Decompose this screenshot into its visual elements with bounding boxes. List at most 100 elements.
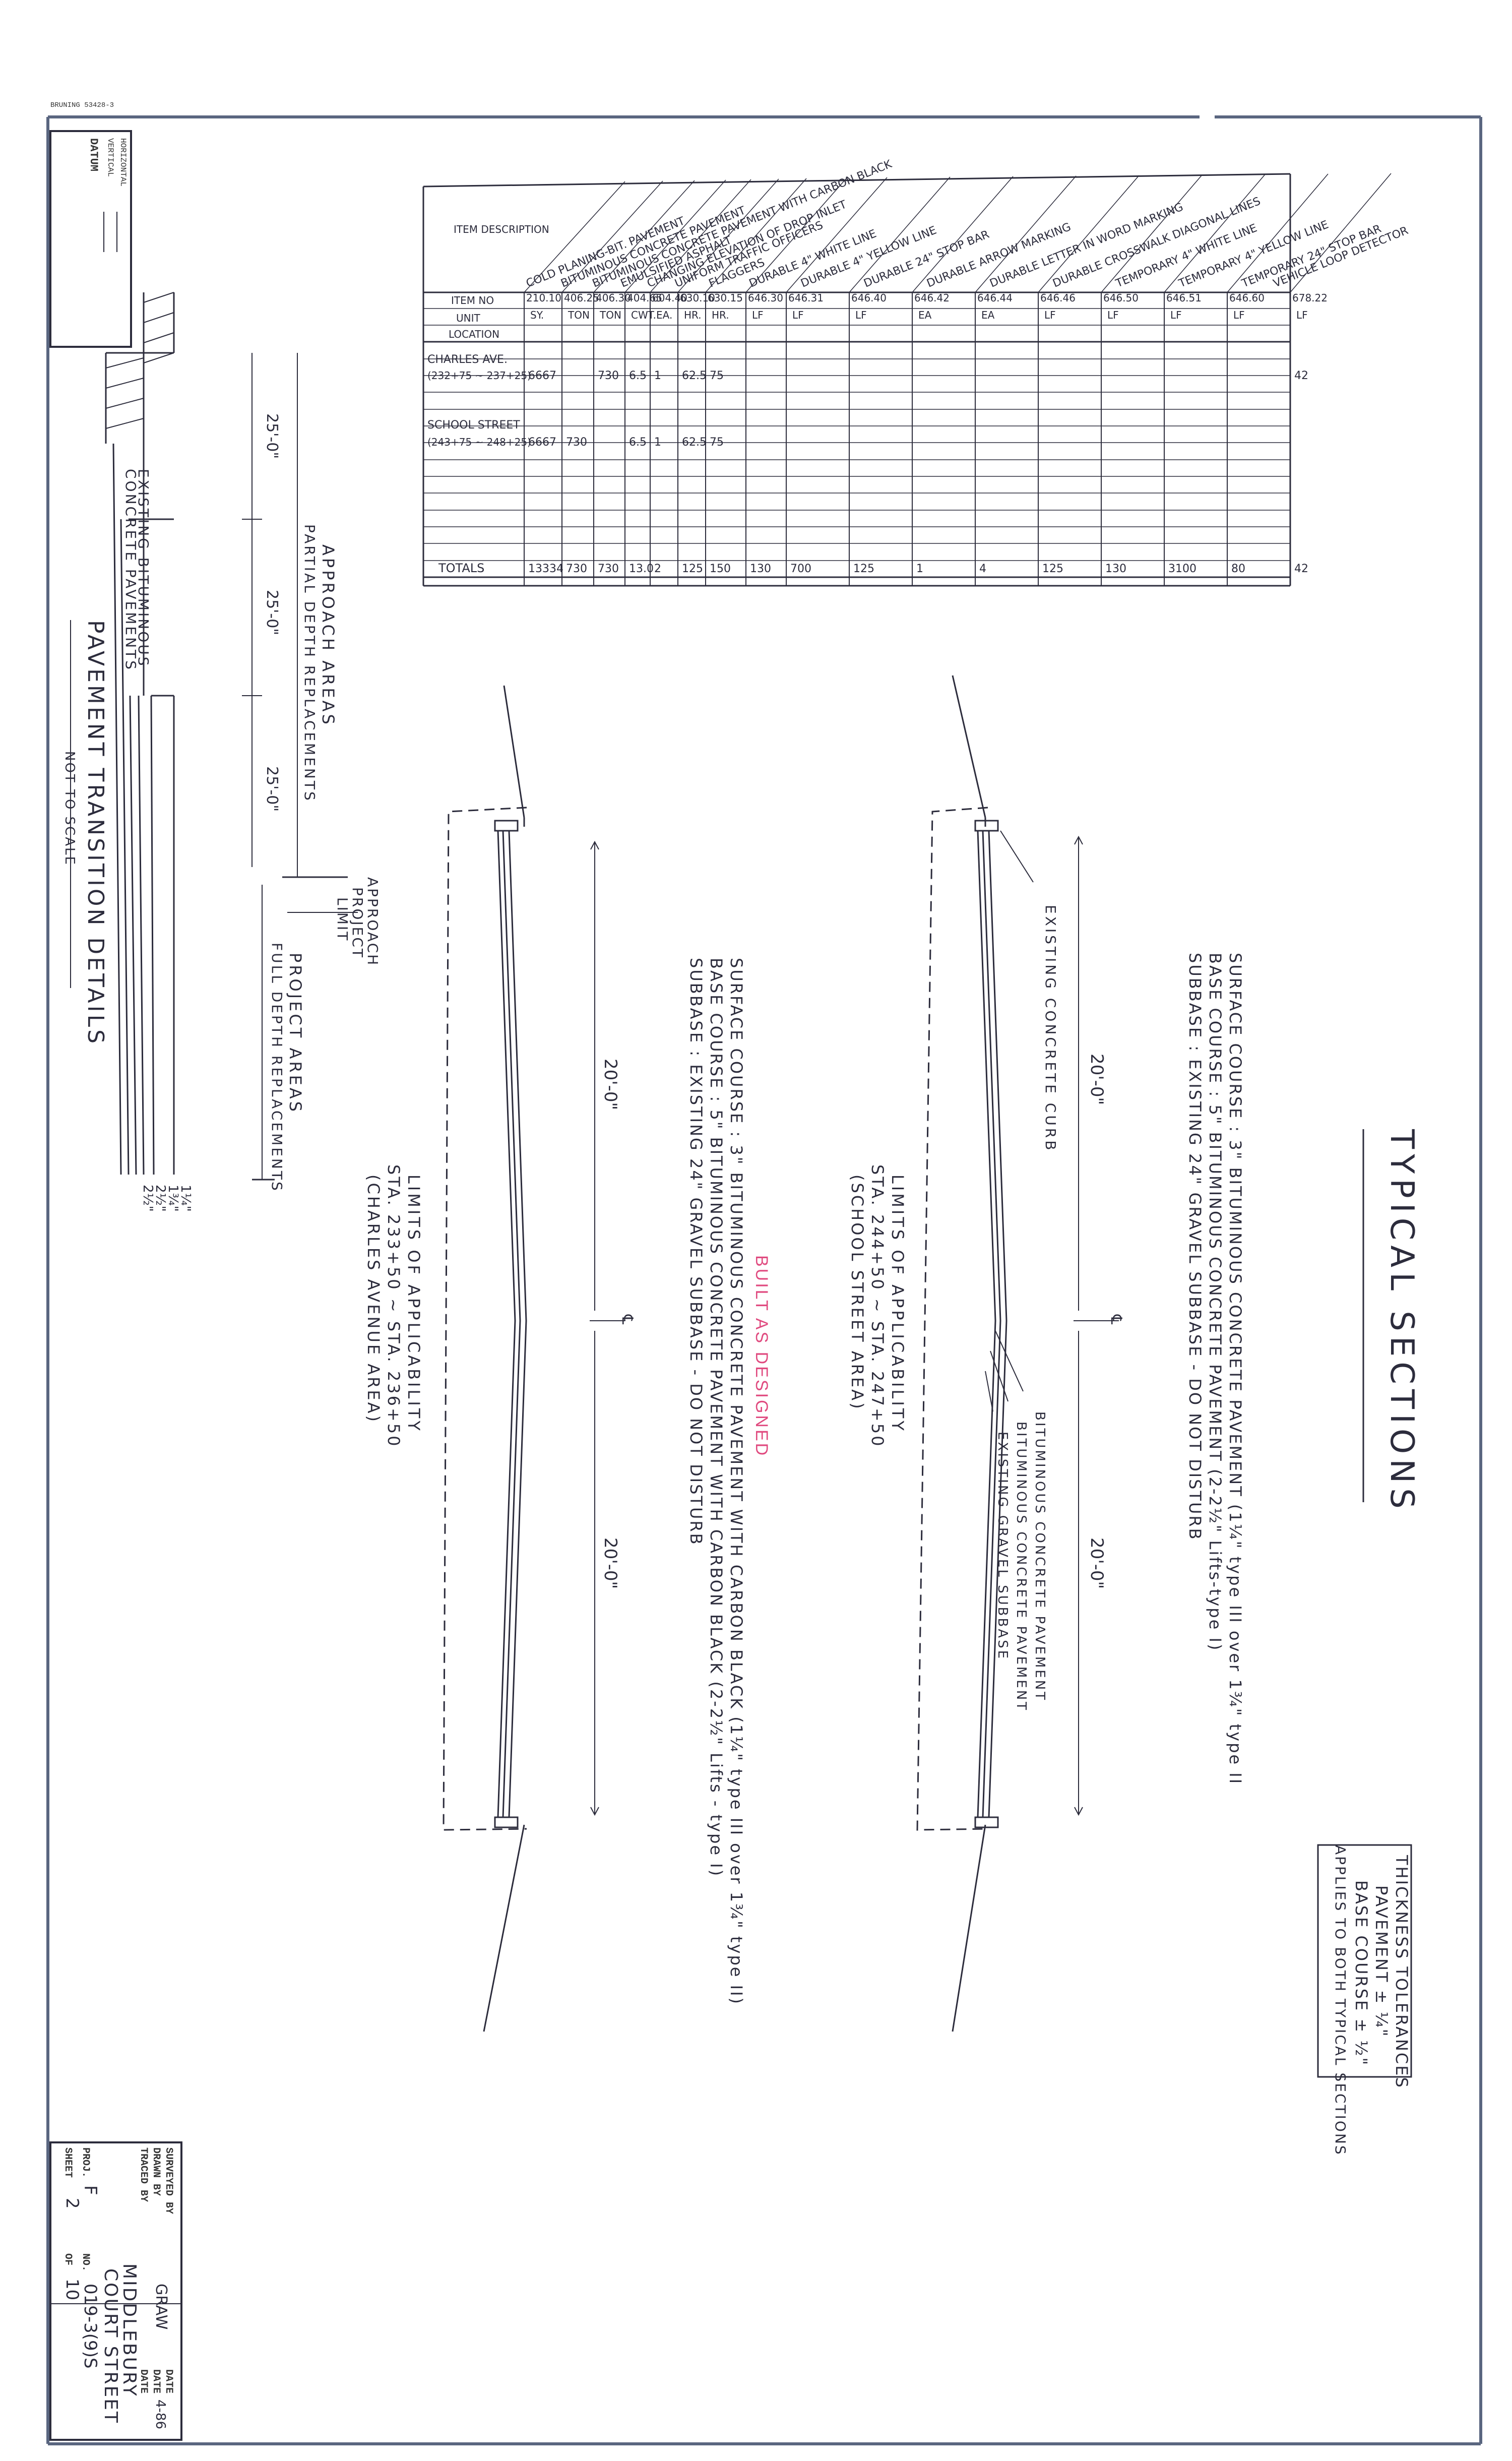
item-unit: LF [1233, 309, 1245, 321]
item-diagonal [650, 179, 751, 293]
item-number: 646.31 [788, 292, 824, 304]
sheet-total: 10 [62, 2279, 82, 2300]
item-number: 630.15 [708, 292, 743, 304]
item-diagonal [524, 181, 625, 293]
item-unit: LF [1296, 309, 1308, 321]
school-subbase-note: SUBBASE : EXISTING 24" GRAVEL SUBBASE - … [1185, 953, 1205, 1541]
item-unit: LF [855, 309, 867, 321]
school-notes: SURFACE COURSE : 3" BITUMINOUS CONCRETE … [1185, 953, 1245, 1785]
item-number: 404.65 [627, 292, 662, 304]
approach-limit-1: APPROACH [364, 877, 381, 966]
date-label-1: DATE [163, 2369, 174, 2393]
item-no-label: ITEM NO [451, 294, 494, 306]
drawn-by-name: GRAW [152, 2284, 170, 2329]
item-number: 646.50 [1103, 292, 1139, 304]
item-number: 604.40 [652, 292, 687, 304]
item-number: 210.10 [526, 292, 561, 304]
item-unit: CWT. [631, 309, 656, 321]
approach-areas: APPROACH AREAS [319, 544, 338, 727]
location-stations: (232+75 ~ 237+25) [427, 370, 531, 382]
typical-section-school: 20'-0" 20'-0" ℄ EXISTING CONCRETE CURB B… [848, 675, 1125, 2032]
item-diagonal [912, 176, 1014, 293]
transition-hatch [105, 292, 175, 1175]
datum-box: DATUM VERTICAL HORIZONTAL [49, 130, 132, 348]
full-depth: FULL DEPTH REPLACEMENTS [269, 943, 285, 1193]
item-diagonal [1290, 173, 1392, 293]
item-number: 646.40 [851, 292, 887, 304]
item-unit: TON [599, 309, 621, 321]
item-diagonal [745, 177, 847, 293]
item-unit: LF [752, 309, 764, 321]
quantity-cell: 62.5 [682, 370, 707, 382]
charles-width-right: 20'-0" [600, 1537, 620, 1589]
item-unit: EA [981, 309, 995, 321]
pavement-transition-detail: EXISTING BITUMINOUS CONCRETE PAVEMENTS 2… [62, 292, 381, 1212]
item-unit: LF [792, 309, 804, 321]
quantity-cell: 730 [566, 436, 587, 449]
location-name: SCHOOL STREET [427, 419, 520, 432]
totals-cell: 3100 [1168, 563, 1196, 575]
charles-limits-1: LIMITS OF APPLICABILITY [404, 1175, 423, 1433]
school-width-right: 20'-0" [1087, 1537, 1107, 1589]
totals-cell: 130 [1105, 563, 1126, 575]
item-unit: TON [568, 309, 590, 321]
charles-base-note: BASE COURSE : 5" BITUMINOUS CONCRETE PAV… [707, 958, 726, 1877]
quantity-cell: 42 [1294, 370, 1308, 382]
quantity-cell: 730 [598, 370, 619, 382]
approach-limit-3: LIMIT [334, 897, 351, 942]
sheet-title: TYPICAL SECTIONS [1383, 1129, 1420, 1514]
item-diagonal [1038, 175, 1140, 293]
item-unit: LF [1044, 309, 1056, 321]
charles-width-left: 20'-0" [600, 1059, 620, 1110]
date-label-3: DATE [138, 2369, 149, 2393]
drawn-date: 4-86 [153, 2400, 168, 2429]
item-unit: EA [918, 309, 932, 321]
proj-label: PROJ. [80, 2147, 91, 2178]
item-number: 646.44 [977, 292, 1013, 304]
totals-cell: 125 [853, 563, 874, 575]
quantity-cell: 6667 [528, 370, 556, 382]
thickness-4: 2½" [140, 1185, 155, 1212]
proj-number: 019-3(9)S [80, 2284, 100, 2369]
totals-cell: 125 [682, 563, 703, 575]
item-diagonal [849, 176, 951, 293]
totals-cell: 1 [916, 563, 923, 575]
totals-cell: 4 [979, 563, 986, 575]
totals-label: TOTALS [438, 561, 484, 575]
quantity-cell: 75 [710, 370, 724, 382]
tolerance-title: THICKNESS TOLERANCES [1392, 1855, 1411, 2089]
unit-label: UNIT [456, 312, 480, 324]
date-label-2: DATE [150, 2369, 162, 2393]
street-name: COURT STREET [100, 2268, 121, 2424]
school-limits-2: STA. 244+50 ~ STA. 247+50 [868, 1164, 887, 1448]
school-limits-3: (SCHOOL STREET AREA) [848, 1175, 867, 1411]
item-diagonal [593, 180, 695, 293]
item-number: 646.46 [1040, 292, 1076, 304]
charles-surface-note: SURFACE COURSE : 3" BITUMINOUS CONCRETE … [727, 958, 746, 2005]
quantity-cell: 6667 [528, 436, 556, 449]
charles-limits-2: STA. 233+50 ~ STA. 236+50 [384, 1164, 403, 1448]
thickness-2: 1¾" [165, 1185, 180, 1212]
item-diagonal [1101, 174, 1203, 293]
quantity-cell: 62.5 [682, 436, 707, 449]
quantity-cell: 1 [654, 436, 661, 449]
proj-prefix: F [80, 2185, 100, 2195]
traced-by-label: TRACED BY [138, 2147, 149, 2202]
item-number: 406.30 [596, 292, 631, 304]
totals-cell: 730 [598, 563, 619, 575]
item-unit: LF [1170, 309, 1182, 321]
item-diagonal [677, 178, 779, 293]
location-name: CHARLES AVE. [427, 353, 508, 366]
town-name: MIDDLEBURY [119, 2263, 140, 2397]
transition-dim-1: 25'-0" [263, 413, 281, 459]
item-number: 646.42 [914, 292, 950, 304]
built-as-designed-stamp: BUILT AS DESIGNED [752, 1255, 771, 1457]
bruning-stamp: BRUNING 53428-3 [50, 101, 114, 109]
datum-horizontal: HORIZONTAL [118, 138, 128, 187]
partial-depth: PARTIAL DEPTH REPLACEMENTS [301, 524, 318, 803]
tolerance-base: BASE COURSE ± ½" [1352, 1880, 1371, 2066]
totals-cell: 730 [566, 563, 587, 575]
surveyed-by-label: SURVEYED BY [163, 2147, 174, 2214]
tolerance-pavement: PAVEMENT ± ¼" [1372, 1885, 1391, 2038]
